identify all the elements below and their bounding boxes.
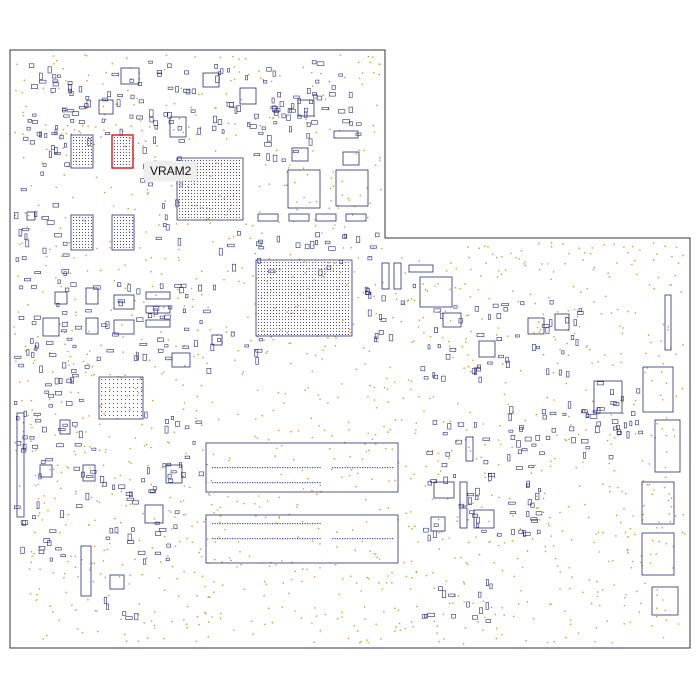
chip-u22[interactable]: [85, 287, 99, 305]
cap-c11[interactable]: [393, 262, 402, 290]
chip-u9[interactable]: [430, 516, 446, 532]
cap-c10[interactable]: [381, 262, 390, 290]
board-outline: [9, 49, 691, 649]
via-dots: [13, 54, 686, 645]
chip-u23[interactable]: [113, 294, 135, 310]
chip-u4[interactable]: [478, 340, 496, 358]
port-3[interactable]: [641, 481, 675, 525]
chip-u24[interactable]: [113, 319, 135, 335]
chip-u13[interactable]: [342, 151, 360, 166]
cap-c4[interactable]: [257, 213, 279, 222]
chip-u14[interactable]: [169, 116, 187, 138]
cap-c2[interactable]: [145, 305, 171, 314]
chip-u16[interactable]: [98, 99, 114, 115]
chip-u10[interactable]: [287, 169, 321, 209]
chip-u32[interactable]: [26, 211, 36, 221]
component-tooltip: VRAM2: [144, 161, 198, 181]
chip-u26[interactable]: [165, 464, 183, 484]
chip-u1[interactable]: [419, 276, 453, 308]
chip-u2[interactable]: [593, 380, 623, 414]
gpu-chip[interactable]: [176, 157, 244, 221]
port-1[interactable]: [642, 366, 674, 413]
chip-u5[interactable]: [527, 317, 545, 335]
cap-c1[interactable]: [145, 291, 171, 300]
chip-u21[interactable]: [85, 317, 99, 335]
left-connector[interactable]: [16, 412, 25, 518]
ram-slot-1[interactable]: [205, 442, 399, 493]
bottom-left-connector[interactable]: [80, 545, 92, 597]
chip-u15[interactable]: [120, 67, 140, 85]
bga-pads: [73, 137, 394, 540]
chip-u27[interactable]: [144, 504, 164, 524]
chip-u25[interactable]: [54, 291, 68, 305]
pch-chip[interactable]: [98, 376, 144, 420]
chip-u20[interactable]: [42, 317, 60, 337]
chip-u8[interactable]: [473, 509, 495, 529]
component-label: VRAM2: [150, 164, 192, 178]
cap-c7[interactable]: [345, 213, 367, 222]
ram-slot-2[interactable]: [205, 514, 399, 564]
cap-c14[interactable]: [459, 507, 468, 529]
port-2[interactable]: [654, 419, 681, 473]
chip-u28[interactable]: [109, 574, 125, 590]
cap-c5[interactable]: [288, 213, 310, 222]
cpu-chip[interactable]: [255, 259, 353, 337]
port-5[interactable]: [651, 586, 679, 616]
components[interactable]: [16, 67, 681, 616]
vram-chip-4[interactable]: [111, 214, 135, 251]
chip-u12[interactable]: [291, 147, 309, 162]
chip-u3[interactable]: [442, 312, 462, 328]
chip-u17[interactable]: [297, 99, 315, 117]
vram-chip-3[interactable]: [70, 214, 94, 251]
chip-u33[interactable]: [171, 352, 191, 368]
right-edge-connector[interactable]: [664, 294, 672, 351]
chip-u6[interactable]: [554, 313, 570, 331]
chip-u7[interactable]: [433, 481, 455, 499]
cap-c13[interactable]: [459, 481, 468, 507]
chip-u34[interactable]: [211, 334, 223, 346]
chip-u18[interactable]: [202, 72, 220, 88]
passive-components: [14, 60, 644, 623]
chip-u19[interactable]: [239, 87, 257, 105]
cap-c12[interactable]: [465, 436, 474, 462]
vram2-chip[interactable]: [111, 134, 134, 169]
chip-u30[interactable]: [39, 464, 53, 478]
cap-c9[interactable]: [408, 264, 434, 273]
cap-c3[interactable]: [145, 319, 171, 328]
vram-chip-1[interactable]: [70, 134, 94, 169]
cap-c6[interactable]: [315, 213, 337, 222]
chip-u31[interactable]: [59, 419, 71, 435]
port-4[interactable]: [641, 532, 675, 576]
cap-c8[interactable]: [333, 130, 359, 139]
chip-u11[interactable]: [335, 169, 369, 207]
